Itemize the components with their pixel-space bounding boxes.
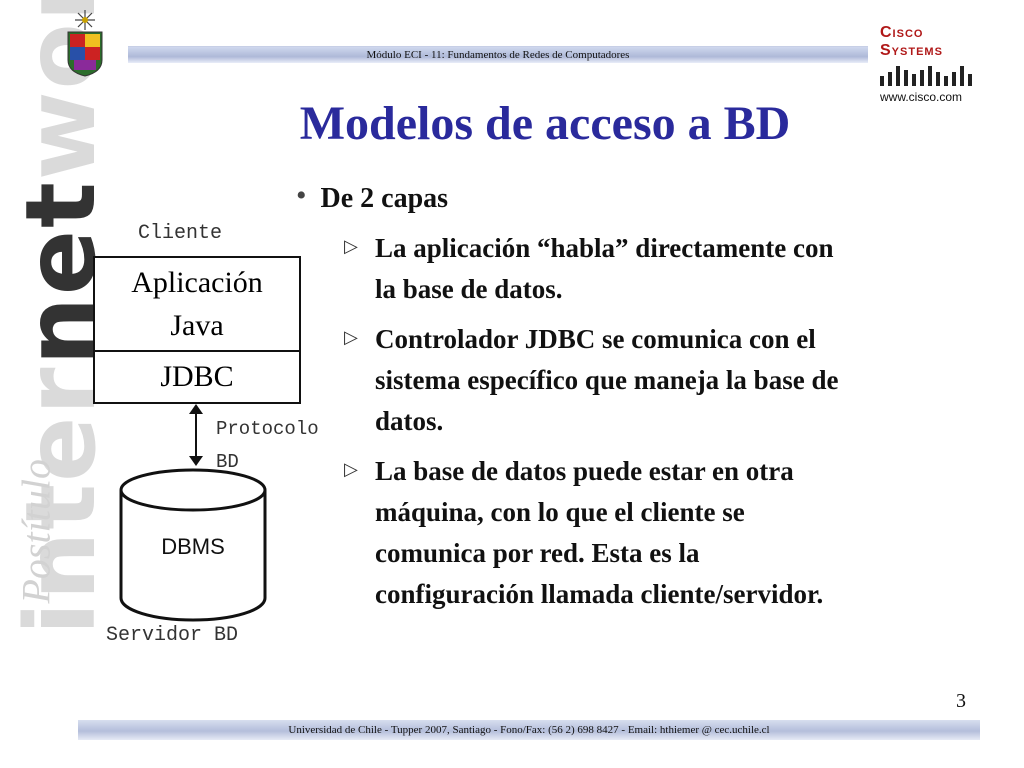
- protocol-label-line1: Protocolo: [216, 418, 319, 440]
- cisco-logo: Cisco Systems www.cisco.com: [880, 24, 980, 104]
- protocol-label-line2: BD: [216, 451, 239, 473]
- main-bullet-text: De 2 capas: [320, 183, 449, 214]
- cisco-url: www.cisco.com: [880, 90, 963, 104]
- server-label: Servidor BD: [106, 624, 239, 647]
- footer-bar: Universidad de Chile - Tupper 2007, Sant…: [78, 720, 980, 740]
- page-number: 3: [956, 690, 966, 712]
- dbms-cylinder-icon: [119, 468, 267, 622]
- application-box: Aplicación Java: [93, 256, 301, 352]
- postitulo-watermark: Postítulo: [13, 459, 59, 604]
- triangle-bullet-icon: ▷: [344, 236, 358, 256]
- jdbc-box: JDBC: [93, 350, 301, 404]
- client-label: Cliente: [138, 222, 223, 245]
- protocol-arrow-icon: [189, 404, 203, 466]
- footer-text: Universidad de Chile - Tupper 2007, Sant…: [288, 724, 770, 736]
- sub-bullet-2: Controlador JDBC se comunica con el sist…: [375, 324, 839, 436]
- module-title: Módulo ECI - 11: Fundamentos de Redes de…: [366, 49, 630, 61]
- triangle-bullet-icon: ▷: [344, 327, 358, 347]
- application-label: Aplicación: [131, 266, 263, 299]
- triangle-bullet-icon: ▷: [344, 459, 358, 479]
- cisco-brand-text: Cisco Systems: [880, 24, 943, 59]
- header-bar: Módulo ECI - 11: Fundamentos de Redes de…: [128, 46, 868, 63]
- slide-title: Modelos de acceso a BD: [299, 97, 791, 150]
- main-bullet: • De 2 capas: [296, 178, 448, 220]
- sub-bullet-3: La base de datos puede estar en otra máq…: [375, 456, 824, 609]
- university-crest-logo: [62, 8, 108, 78]
- sub-bullet-1: La aplicación “habla” directamente con l…: [375, 233, 834, 304]
- java-label: Java: [170, 309, 224, 342]
- dbms-label: DBMS: [161, 534, 225, 559]
- bullet-dot-icon: •: [296, 179, 307, 212]
- jdbc-label: JDBC: [160, 360, 234, 393]
- cisco-bridge-icon: [880, 66, 972, 86]
